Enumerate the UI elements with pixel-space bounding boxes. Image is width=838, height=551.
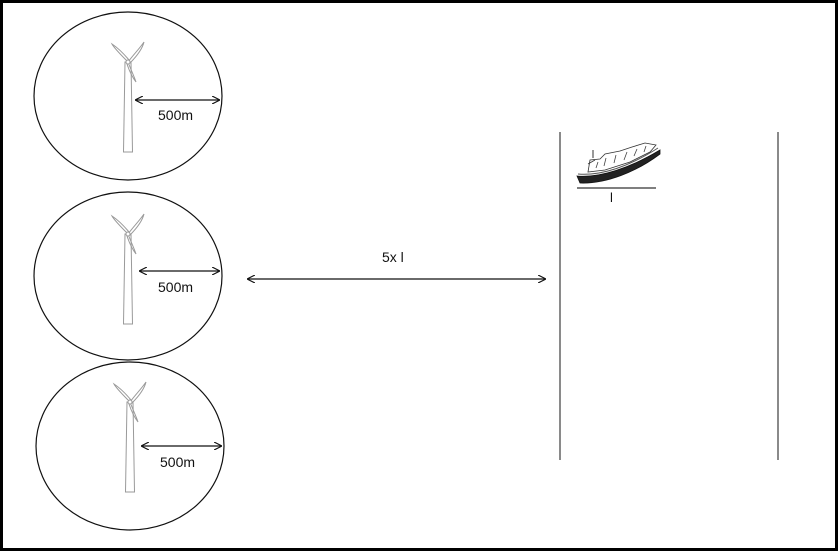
radius-label: 500m	[160, 454, 195, 470]
safety-zone-circle	[35, 361, 225, 531]
radius-label: 500m	[158, 107, 193, 123]
separation-distance: 5x l	[248, 249, 545, 279]
safety-zone-circle	[33, 191, 223, 361]
turbine-zone-1: 500m	[33, 11, 223, 181]
radius-label: 500m	[158, 279, 193, 295]
ship-length-label: l	[610, 190, 613, 205]
safety-zone-circle	[33, 11, 223, 181]
turbine-zone-3: 500m	[35, 361, 225, 531]
turbine-zone-2: 500m	[33, 191, 223, 361]
ship-icon: l	[576, 142, 661, 205]
separation-label: 5x l	[382, 249, 404, 265]
